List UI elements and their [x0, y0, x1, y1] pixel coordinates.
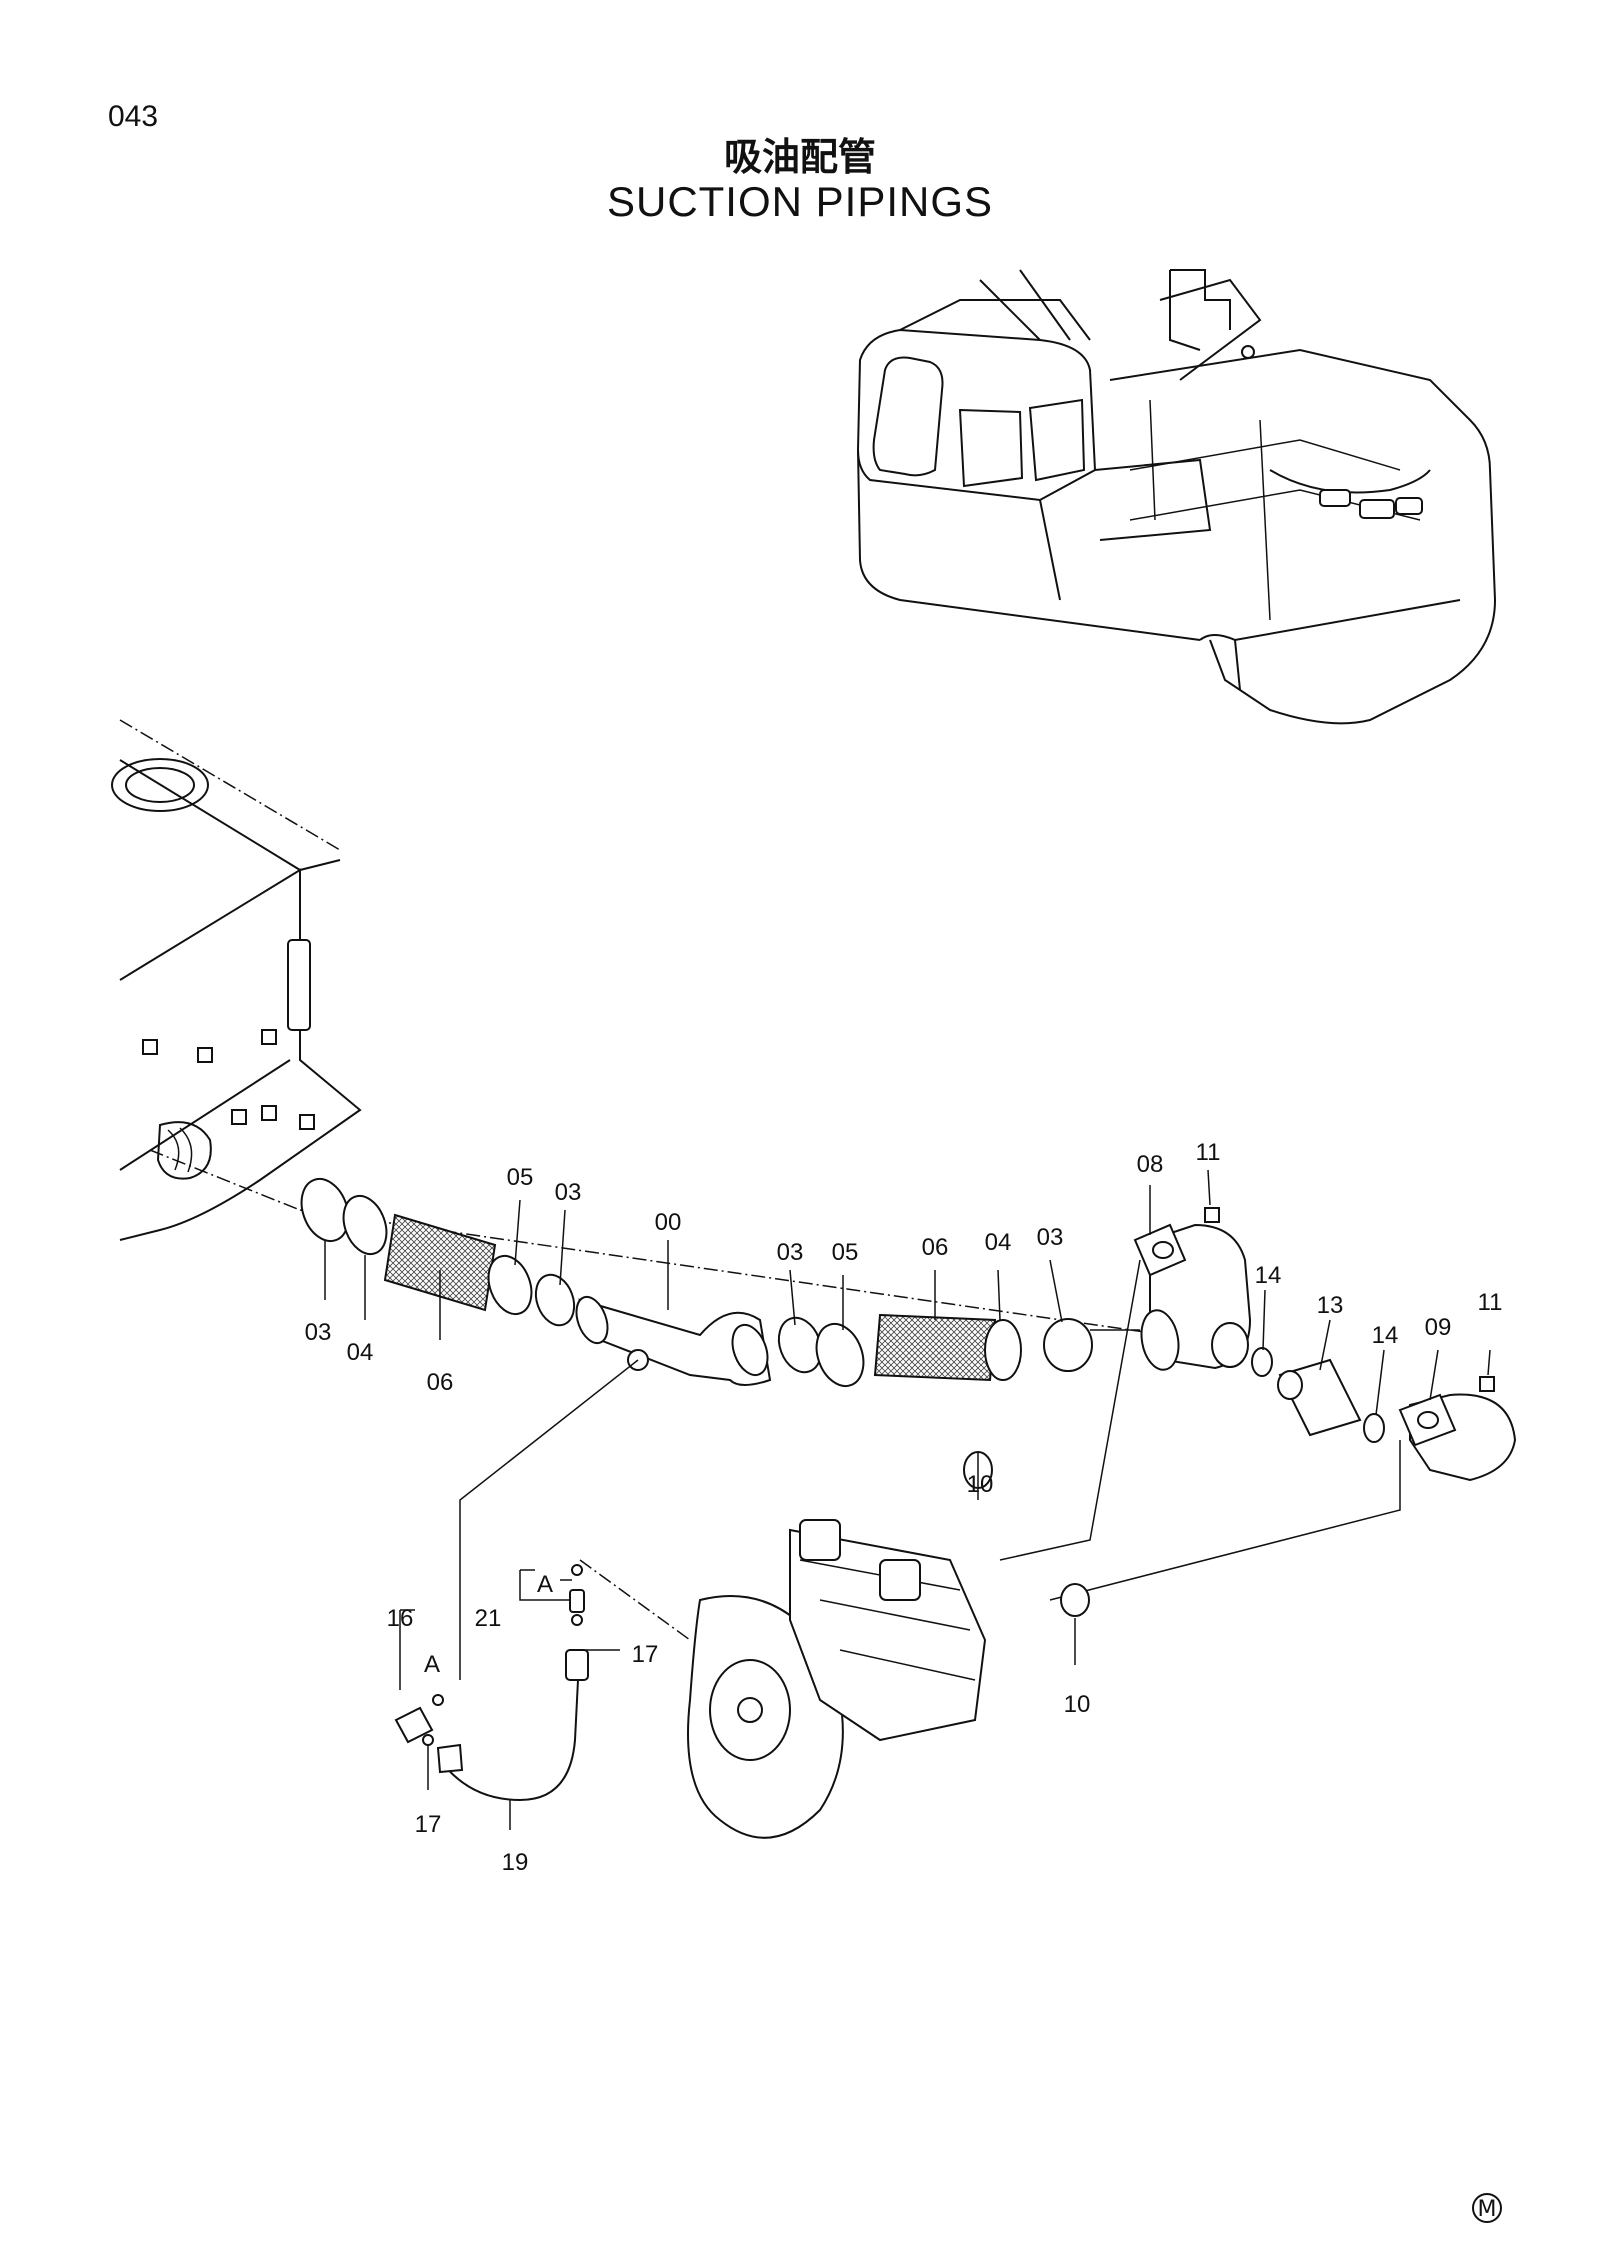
- callout-10-lower: 10: [1064, 1691, 1091, 1718]
- callout-labels: 05 03 03 04 06 00 03 05 06 04 03 08 11 1…: [305, 1139, 1503, 1876]
- callout-05-center: 05: [832, 1239, 859, 1266]
- callout-10-upper: 10: [967, 1471, 994, 1498]
- callout-11-right: 11: [1478, 1289, 1503, 1316]
- title-chinese: 吸油配管: [723, 135, 876, 179]
- callout-21: 21: [475, 1605, 502, 1632]
- callout-leaders: [324, 1169, 1491, 1665]
- callout-11-top: 11: [1196, 1139, 1221, 1166]
- callout-17-lower: 17: [415, 1811, 442, 1838]
- title-english: SUCTION PIPINGS: [606, 178, 994, 225]
- callout-14-b: 14: [1372, 1322, 1399, 1349]
- callout-03-left-a: 03: [555, 1179, 582, 1206]
- circled-m-mark: M: [1472, 2193, 1502, 2223]
- callout-14-a: 14: [1255, 1262, 1282, 1289]
- excavator-overview-illustration: [856, 269, 1497, 725]
- callout-08: 08: [1137, 1151, 1164, 1178]
- callout-00: 00: [655, 1209, 682, 1236]
- callout-03-left-b: 03: [305, 1319, 332, 1346]
- hydraulic-pump-illustration: [579, 1451, 1090, 1839]
- callout-04-center: 04: [985, 1229, 1012, 1256]
- callout-16: 16: [387, 1605, 414, 1632]
- callout-13: 13: [1317, 1292, 1344, 1319]
- callout-03-center-a: 03: [777, 1239, 804, 1266]
- callout-04-left: 04: [347, 1339, 374, 1366]
- callout-19: 19: [502, 1849, 529, 1876]
- suction-pipe-assembly: [299, 1178, 1517, 1601]
- callout-05-left: 05: [507, 1164, 534, 1191]
- callout-06-center: 06: [922, 1234, 949, 1261]
- callout-03-center-b: 03: [1037, 1224, 1064, 1251]
- callout-A-upper: A: [537, 1571, 553, 1598]
- callout-17-right: 17: [632, 1641, 659, 1668]
- callout-06-left: 06: [427, 1369, 454, 1396]
- svg-text:M: M: [1478, 2197, 1497, 2222]
- page-number: 043: [108, 100, 159, 133]
- hydraulic-tank-illustration: [111, 719, 362, 1241]
- callout-A-left: A: [424, 1651, 440, 1678]
- callout-09: 09: [1425, 1314, 1452, 1341]
- pilot-hose-assembly: [394, 1359, 639, 1830]
